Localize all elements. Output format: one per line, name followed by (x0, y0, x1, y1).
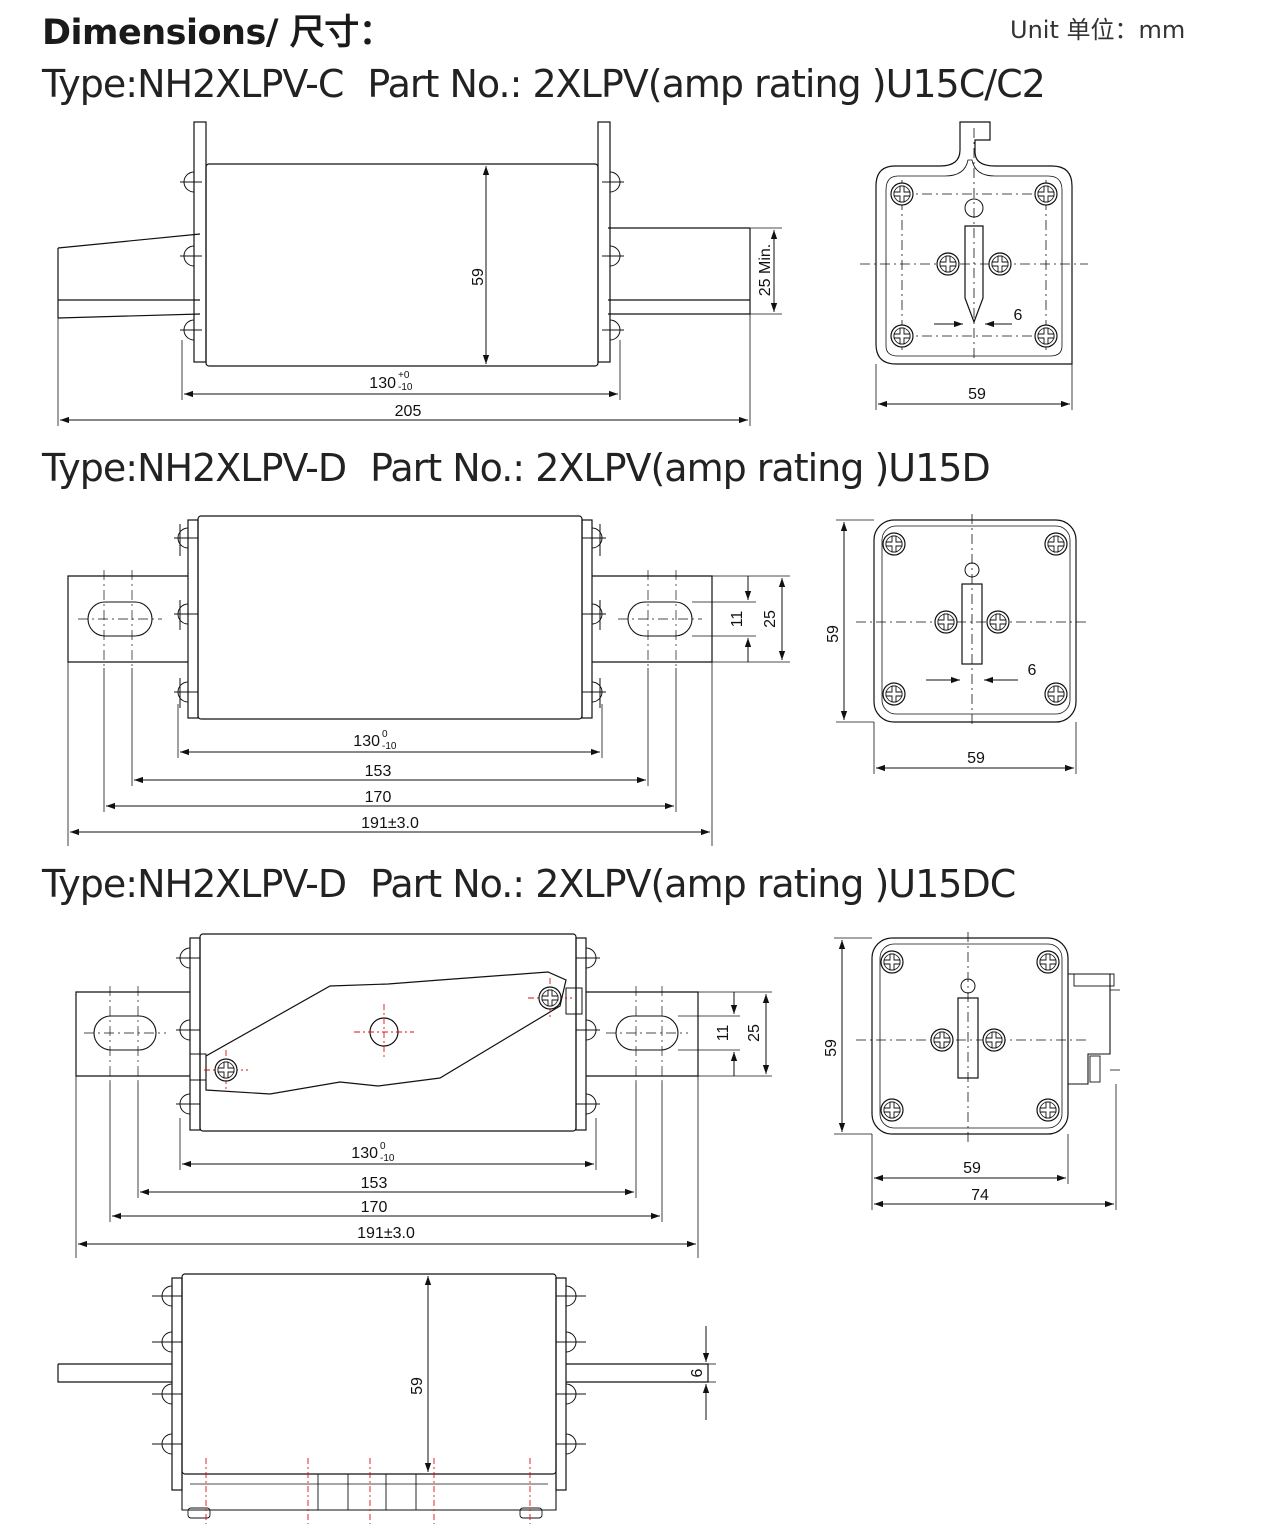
part-number: Part No.: 2XLPV(amp rating )U15C/C2 (367, 62, 1045, 106)
section-2-end-view: 6 59 59 (825, 514, 1090, 774)
dim-slot-6: 6 (1014, 307, 1023, 324)
dim-overall-205: 205 (395, 403, 422, 420)
dim-170: 170 (361, 1199, 388, 1216)
dim-slot-6: 6 (1028, 662, 1037, 679)
part-number: Part No.: 2XLPV(amp rating )U15D (370, 446, 991, 490)
unit-label: Unit 单位：mm (1010, 16, 1186, 44)
section-2-side-view: 11 25 130 0 -10 153 170 191±3.0 (67, 515, 790, 846)
dim-tol-sup: +0 (398, 370, 410, 381)
dim-blade-25: 25 (746, 1024, 763, 1042)
section-1-end-view: 6 59 (860, 121, 1088, 410)
dim-slot-11: 11 (715, 1025, 732, 1042)
dim-blade-25: 25 (762, 610, 779, 628)
section-1-side-view: 59 25 Min. 130 +0 -10 205 (57, 121, 782, 426)
section-3-end-view: 59 59 74 (823, 932, 1124, 1210)
dim-tol-sub: -10 (398, 382, 413, 393)
section-2-heading: Type:NH2XLPV-D Part No.: 2XLPV(amp rating… (42, 446, 991, 490)
part-number: Part No.: 2XLPV(amp rating )U15DC (370, 862, 1016, 906)
dim-end-w-59: 59 (963, 1160, 981, 1177)
page-title: Dimensions/ 尺寸： (42, 13, 394, 53)
dim-body-130: 130 (351, 1145, 378, 1162)
dim-height-59: 59 (470, 268, 487, 286)
dim-153: 153 (365, 763, 392, 780)
dim-end-w-74: 74 (971, 1187, 989, 1204)
section-3-heading: Type:NH2XLPV-D Part No.: 2XLPV(amp rating… (42, 862, 1016, 906)
dim-tol-sub: -10 (380, 1153, 395, 1164)
screw-heads (180, 171, 624, 341)
dim-blade-t-6: 6 (689, 1368, 706, 1377)
dim-body-130: 130 (353, 733, 380, 750)
dim-tol-sup: 0 (382, 729, 388, 740)
dim-end-h-59: 59 (823, 1039, 840, 1057)
dim-body-130: 130 (369, 375, 396, 392)
section-3-top-view: 59 6 (57, 1273, 716, 1524)
dim-tol-sub: -10 (382, 741, 397, 752)
type-label: Type:NH2XLPV-D (42, 862, 347, 906)
dim-tol-sup: 0 (380, 1141, 386, 1152)
section-1-heading: Type:NH2XLPV-C Part No.: 2XLPV(amp rating… (42, 62, 1046, 106)
dim-191: 191±3.0 (357, 1225, 415, 1242)
dim-end-h-59: 59 (825, 625, 842, 643)
dim-end-w-59: 59 (967, 750, 985, 767)
type-label: Type:NH2XLPV-D (42, 446, 347, 490)
dim-170: 170 (365, 789, 392, 806)
section-3-side-view: 11 25 130 0 -10 153 170 191±3.0 (75, 933, 772, 1258)
dim-191: 191±3.0 (361, 815, 419, 832)
dim-blade-min: 25 Min. (757, 244, 774, 296)
dim-153: 153 (361, 1175, 388, 1192)
dim-end-width-59: 59 (968, 386, 986, 403)
dim-side-h-59: 59 (409, 1377, 426, 1395)
dim-slot-11: 11 (729, 611, 746, 628)
type-label: Type:NH2XLPV-C (42, 62, 344, 106)
